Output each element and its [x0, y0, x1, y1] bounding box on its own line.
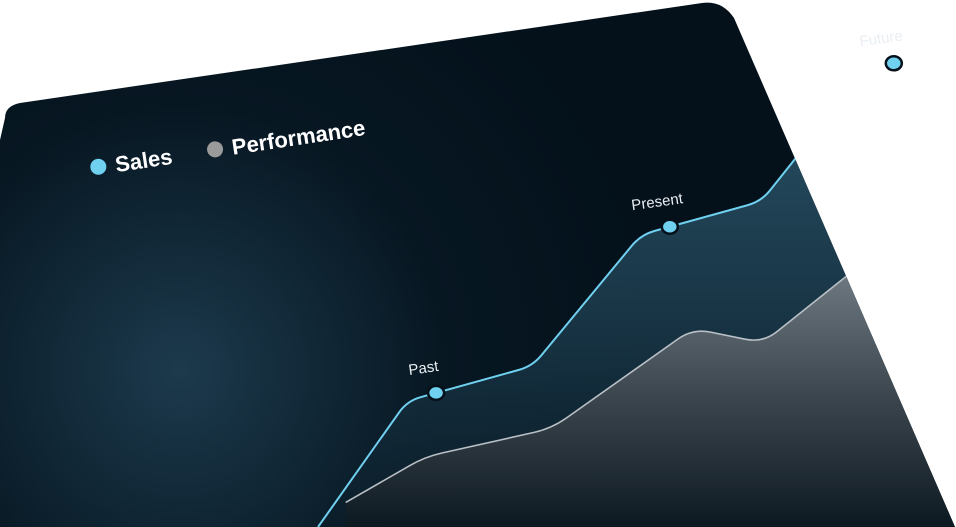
sales-marker-past	[426, 384, 446, 402]
legend-dot-sales	[90, 158, 107, 175]
point-label-past: Past	[407, 358, 440, 379]
point-label-future: Future	[859, 27, 904, 50]
sales-area-fill	[318, 16, 955, 527]
sales-markers	[426, 55, 904, 402]
sales-marker-future	[884, 55, 904, 72]
legend-dot-performance	[207, 141, 224, 158]
sales-marker-present	[660, 218, 680, 235]
